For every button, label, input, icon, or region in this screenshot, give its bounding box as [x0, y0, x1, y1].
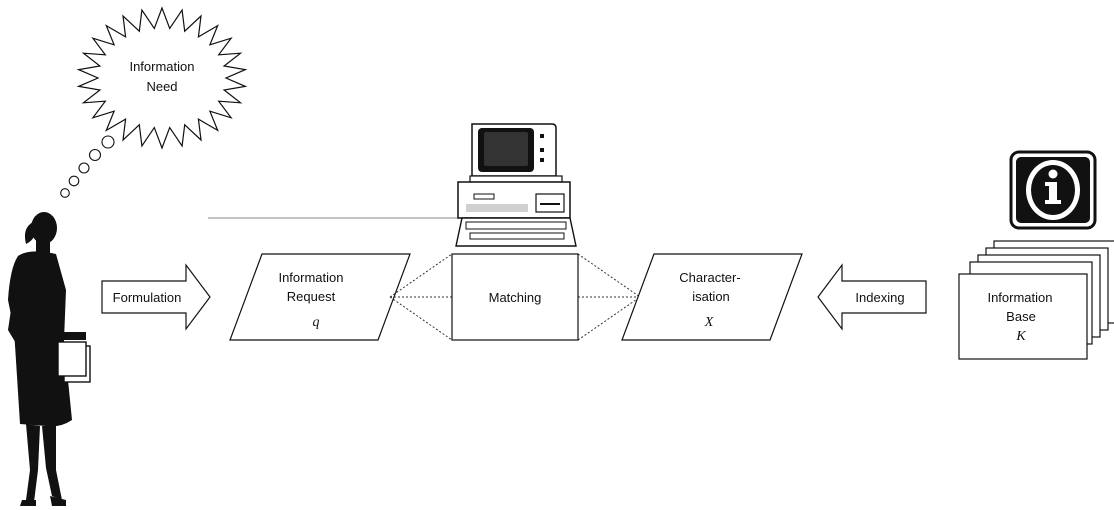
document-stack-icon — [958, 240, 1114, 360]
information-base-labels: Information Base K — [987, 290, 1052, 344]
characterisation-symbol: X — [704, 315, 714, 330]
information-icon — [1009, 150, 1097, 230]
characterisation-label-line2: isation — [692, 289, 730, 304]
formulation-arrow: Formulation — [101, 263, 211, 331]
matching-connectors-right — [577, 253, 641, 341]
formulation-label: Formulation — [113, 290, 182, 305]
need-label-line2: Need — [146, 79, 177, 94]
thought-dots — [60, 135, 115, 198]
information-request-box: Information Request q — [229, 253, 411, 341]
matching-connectors-left — [389, 253, 453, 341]
indexing-arrow: Indexing — [817, 263, 927, 331]
computer-icon — [208, 123, 577, 247]
thought-bubble-icon: Information Need — [76, 6, 248, 150]
matching-box: Matching — [451, 253, 579, 341]
matching-label: Matching — [489, 290, 542, 305]
request-symbol: q — [313, 315, 320, 330]
base-symbol: K — [1015, 329, 1026, 344]
base-label-line1: Information — [987, 290, 1052, 305]
need-label-line1: Information — [129, 59, 194, 74]
woman-silhouette-icon — [8, 212, 91, 506]
request-label-line1: Information — [278, 270, 343, 285]
base-label-line2: Base — [1006, 309, 1036, 324]
characterisation-label-line1: Character- — [679, 270, 740, 285]
request-label-line2: Request — [287, 289, 336, 304]
characterisation-box: Character- isation X — [621, 253, 803, 341]
indexing-label: Indexing — [855, 290, 904, 305]
